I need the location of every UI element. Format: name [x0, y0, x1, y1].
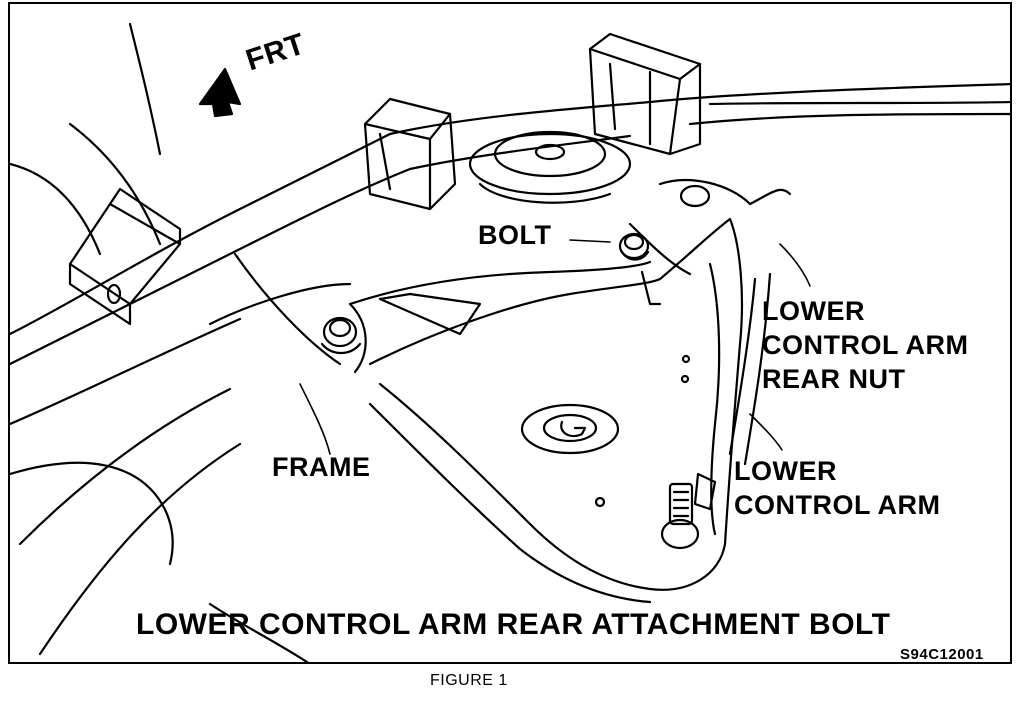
upper-bracket-right [588, 32, 702, 156]
label-lcarn-line-1: LOWER [762, 296, 865, 326]
label-lca-line-1: LOWER [734, 456, 837, 486]
frt-arrow-icon [198, 67, 242, 118]
spring-seat [468, 130, 632, 204]
label-lca-line-2: CONTROL ARM [734, 490, 941, 520]
bolt-upper-drawing [618, 232, 662, 306]
label-lcarn-line-2: CONTROL ARM [762, 330, 969, 360]
figure-frame: FRT BOLT FRAME LOWER CONTROL ARM REAR NU… [8, 2, 1012, 664]
figure-caption: FIGURE 1 [430, 672, 508, 689]
ball-joint-stud [660, 472, 717, 550]
leader-lines [299, 239, 811, 455]
label-bolt: BOLT [478, 220, 552, 250]
figure-title: LOWER CONTROL ARM REAR ATTACHMENT BOLT [136, 608, 891, 641]
label-lcarn-line-3: REAR NUT [762, 364, 906, 394]
label-lower-control-arm-rear-nut: LOWER CONTROL ARM REAR NUT [762, 294, 968, 396]
frame-rail [10, 22, 412, 662]
crossmember [208, 83, 1010, 366]
label-frame: FRAME [272, 452, 371, 482]
upper-bracket-left [363, 97, 457, 211]
suspension-line-drawing [10, 22, 1010, 662]
bolt-frame-drawing [320, 302, 367, 374]
lower-control-arm [348, 178, 792, 604]
figure-code: S94C12001 [900, 646, 984, 663]
label-lower-control-arm: LOWER CONTROL ARM [734, 454, 940, 522]
